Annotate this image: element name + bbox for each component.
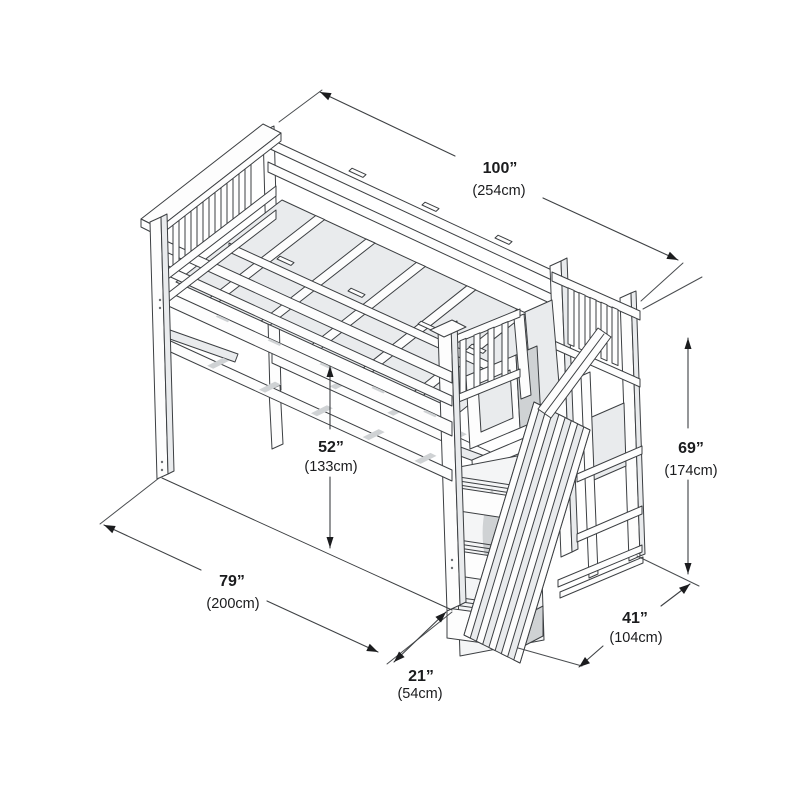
dim-underbed-clearance-inches: 52” [318,439,344,456]
dimension-overall-height: 69” (174cm) [636,276,718,587]
arrowhead [666,251,678,260]
arrowhead [579,657,590,667]
dim-underbed-clearance-cm: (133cm) [304,459,357,475]
arrowhead [435,612,446,623]
dim-overall-length-inches: 100” [483,160,518,177]
dim-overall-height-cm: (174cm) [664,463,717,479]
dimensions: 100” (254cm) 69” (174cm) 52” (133cm) [99,89,718,702]
dimension-underbed-clearance: 52” (133cm) [304,365,358,549]
headboard [140,123,282,480]
arrowhead [326,366,334,377]
dim-staircase-width-inches: 21” [408,668,434,685]
dim-staircase-width-cm: (54cm) [397,686,442,702]
arrowhead [366,643,378,652]
dimension-bed-length: 79” (200cm) [99,477,453,665]
dim-bed-length-cm: (200cm) [206,596,259,612]
dim-bed-length-inches: 79” [219,573,245,590]
dim-staircase-depth-cm: (104cm) [609,630,662,646]
arrowhead [684,338,692,349]
arrowhead [679,584,690,594]
arrowhead [684,563,692,574]
arrowhead [394,651,405,662]
dimension-staircase-width: 21” (54cm) [393,611,447,702]
staircase [446,257,646,664]
floor-line [161,477,453,611]
dimension-staircase-depth: 41” (104cm) [517,583,691,668]
arrowhead [104,525,116,534]
arrowhead [320,92,332,101]
dim-overall-height-inches: 69” [678,440,704,457]
front-rails [163,239,453,482]
dim-staircase-depth-inches: 41” [622,610,648,627]
arrowhead [326,537,334,548]
dimension-overall-length: 100” (254cm) [278,89,684,302]
bed-drawing [140,123,646,664]
stair-railing-panel [463,327,612,664]
dim-overall-length-cm: (254cm) [472,183,525,199]
